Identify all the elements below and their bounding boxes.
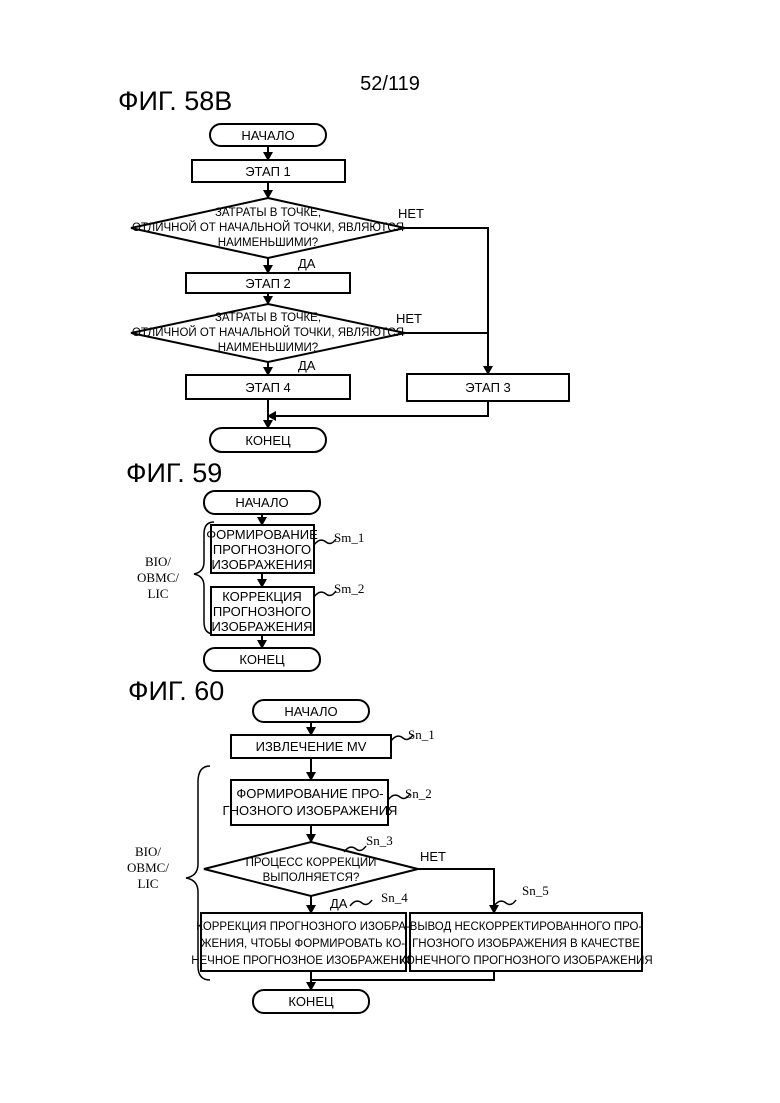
- fig60-decision-line1: ПРОЦЕСС КОРРЕКЦИИ: [246, 857, 377, 869]
- fig59-step2-line3: ИЗОБРАЖЕНИЯ: [212, 619, 313, 634]
- fig60-title: ФИГ. 60: [128, 676, 224, 706]
- figure-59: ФИГ. 59 НАЧАЛО BIO/ OBMC/ LIC ФОРМИРОВАН…: [126, 458, 364, 671]
- fig59-brace-label-line3: LIC: [148, 586, 169, 601]
- page-number: 52/119: [360, 73, 420, 95]
- fig59-start-label: НАЧАЛО: [235, 495, 288, 510]
- fig59-end-label: КОНЕЦ: [239, 652, 285, 667]
- fig58b-decision2-line3: НАИМЕНЬШИМИ?: [218, 342, 318, 354]
- fig60-decision-line2: ВЫПОЛНЯЕТСЯ?: [263, 872, 360, 884]
- fig59-brace-label-line1: BIO/: [145, 554, 171, 569]
- fig60-step2-line1: ФОРМИРОВАНИЕ ПРО-: [236, 786, 383, 801]
- fig58b-no1-label: НЕТ: [398, 206, 424, 221]
- fig60-brace-label-line3: LIC: [138, 876, 159, 891]
- fig59-step1-line1: ФОРМИРОВАНИЕ: [206, 527, 318, 542]
- fig58b-decision1-line1: ЗАТРАТЫ В ТОЧКЕ,: [215, 207, 321, 219]
- fig58b-arrow-decision1-step3: [405, 228, 488, 374]
- fig59-step2-leader: [314, 591, 336, 597]
- fig58b-start-label: НАЧАЛО: [241, 128, 294, 143]
- fig58b-title: ФИГ. 58В: [118, 86, 232, 116]
- fig60-step5-ref: Sn_5: [522, 883, 549, 898]
- fig59-step2-line1: КОРРЕКЦИЯ: [222, 589, 301, 604]
- fig58b-decision2-line2: ОТЛИЧНОЙ ОТ НАЧАЛЬНОЙ ТОЧКИ, ЯВЛЯЮТСЯ: [132, 326, 404, 339]
- figure-60: ФИГ. 60 НАЧАЛО ИЗВЛЕЧЕНИЕ MV Sn_1 BIO/ O…: [127, 676, 653, 1013]
- fig60-step4-line3: НЕЧНОЕ ПРОГНОЗНОЕ ИЗОБРАЖЕНИЕ: [191, 955, 415, 967]
- fig60-arrow-step5-merge: [311, 971, 494, 980]
- fig58b-decision2-line1: ЗАТРАТЫ В ТОЧКЕ,: [215, 312, 321, 324]
- fig59-step1-ref: Sm_1: [334, 530, 364, 545]
- fig60-decision-diamond: [204, 842, 418, 896]
- fig60-arrow-decision-step5: [418, 869, 494, 913]
- fig60-step5-line2: ГНОЗНОГО ИЗОБРАЖЕНИЯ В КАЧЕСТВЕ: [412, 938, 640, 950]
- fig60-no-label: НЕТ: [420, 849, 446, 864]
- fig58b-yes1-label: ДА: [298, 256, 316, 271]
- fig58b-decision1-line3: НАИМЕНЬШИМИ?: [218, 237, 318, 249]
- fig59-brace-label-line2: OBMC/: [137, 570, 179, 585]
- fig59-step2-ref: Sm_2: [334, 581, 364, 596]
- fig60-step2-ref: Sn_2: [405, 786, 432, 801]
- fig58b-step3-label: ЭТАП 3: [465, 380, 511, 395]
- fig60-step4-line2: ЖЕНИЯ, ЧТОБЫ ФОРМИРОВАТЬ КО-: [201, 938, 405, 950]
- fig58b-decision1-line2: ОТЛИЧНОЙ ОТ НАЧАЛЬНОЙ ТОЧКИ, ЯВЛЯЮТСЯ: [132, 221, 404, 234]
- fig58b-arrow-step3-merge: [268, 401, 488, 416]
- fig59-step1-line2: ПРОГНОЗНОГО: [213, 542, 311, 557]
- fig60-start-label: НАЧАЛО: [284, 704, 337, 719]
- fig59-step2-line2: ПРОГНОЗНОГО: [213, 604, 311, 619]
- fig60-step4-leader: [350, 900, 372, 906]
- fig60-step5-leader: [494, 900, 516, 906]
- fig60-decision-ref: Sn_3: [366, 833, 393, 848]
- fig58b-step4-label: ЭТАП 4: [245, 380, 291, 395]
- figure-58b: ФИГ. 58В НАЧАЛО ЭТАП 1 ЗАТРАТЫ В ТОЧКЕ, …: [118, 86, 569, 452]
- fig58b-step2-label: ЭТАП 2: [245, 276, 291, 291]
- fig60-end-label: КОНЕЦ: [288, 994, 334, 1009]
- fig58b-step1-label: ЭТАП 1: [245, 164, 291, 179]
- fig58b-yes2-label: ДА: [298, 358, 316, 373]
- fig60-brace-label-line1: BIO/: [135, 844, 161, 859]
- fig59-step1-line3: ИЗОБРАЖЕНИЯ: [212, 557, 313, 572]
- fig60-step5-line3: КОНЕЧНОГО ПРОГНОЗНОГО ИЗОБРАЖЕНИЯ: [399, 955, 652, 967]
- fig60-yes-label: ДА: [330, 896, 348, 911]
- fig59-title: ФИГ. 59: [126, 458, 222, 488]
- fig60-step4-line1: КОРРЕКЦИЯ ПРОГНОЗНОГО ИЗОБРА-: [196, 921, 410, 933]
- fig60-step1-ref: Sn_1: [408, 727, 435, 742]
- fig58b-no2-label: НЕТ: [396, 311, 422, 326]
- fig60-step1-label: ИЗВЛЕЧЕНИЕ MV: [256, 739, 367, 754]
- fig60-step2-line2: ГНОЗНОГО ИЗОБРАЖЕНИЯ: [223, 803, 398, 818]
- fig58b-end-label: КОНЕЦ: [245, 433, 291, 448]
- fig60-brace-label-line2: OBMC/: [127, 860, 169, 875]
- fig60-step4-ref: Sn_4: [381, 890, 408, 905]
- fig60-step5-line1: ВЫВОД НЕСКОРРЕКТИРОВАННОГО ПРО-: [410, 921, 643, 933]
